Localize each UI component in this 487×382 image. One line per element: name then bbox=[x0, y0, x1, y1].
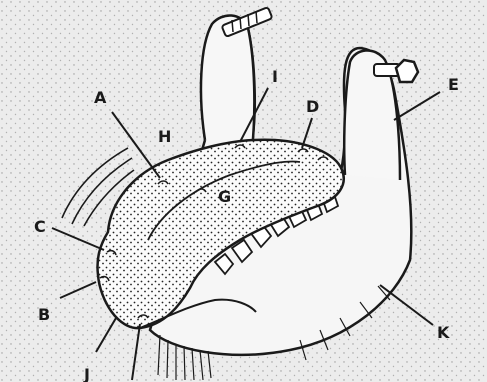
label-a: A bbox=[94, 88, 107, 107]
label-c: C bbox=[34, 217, 46, 236]
label-g-center: G bbox=[218, 187, 231, 206]
label-h: H bbox=[158, 127, 171, 146]
label-k: K bbox=[437, 323, 450, 342]
label-j: J bbox=[83, 365, 90, 382]
label-b: B bbox=[38, 305, 50, 324]
label-d: D bbox=[306, 97, 319, 116]
label-i: I bbox=[272, 67, 278, 86]
label-e: E bbox=[448, 75, 459, 94]
